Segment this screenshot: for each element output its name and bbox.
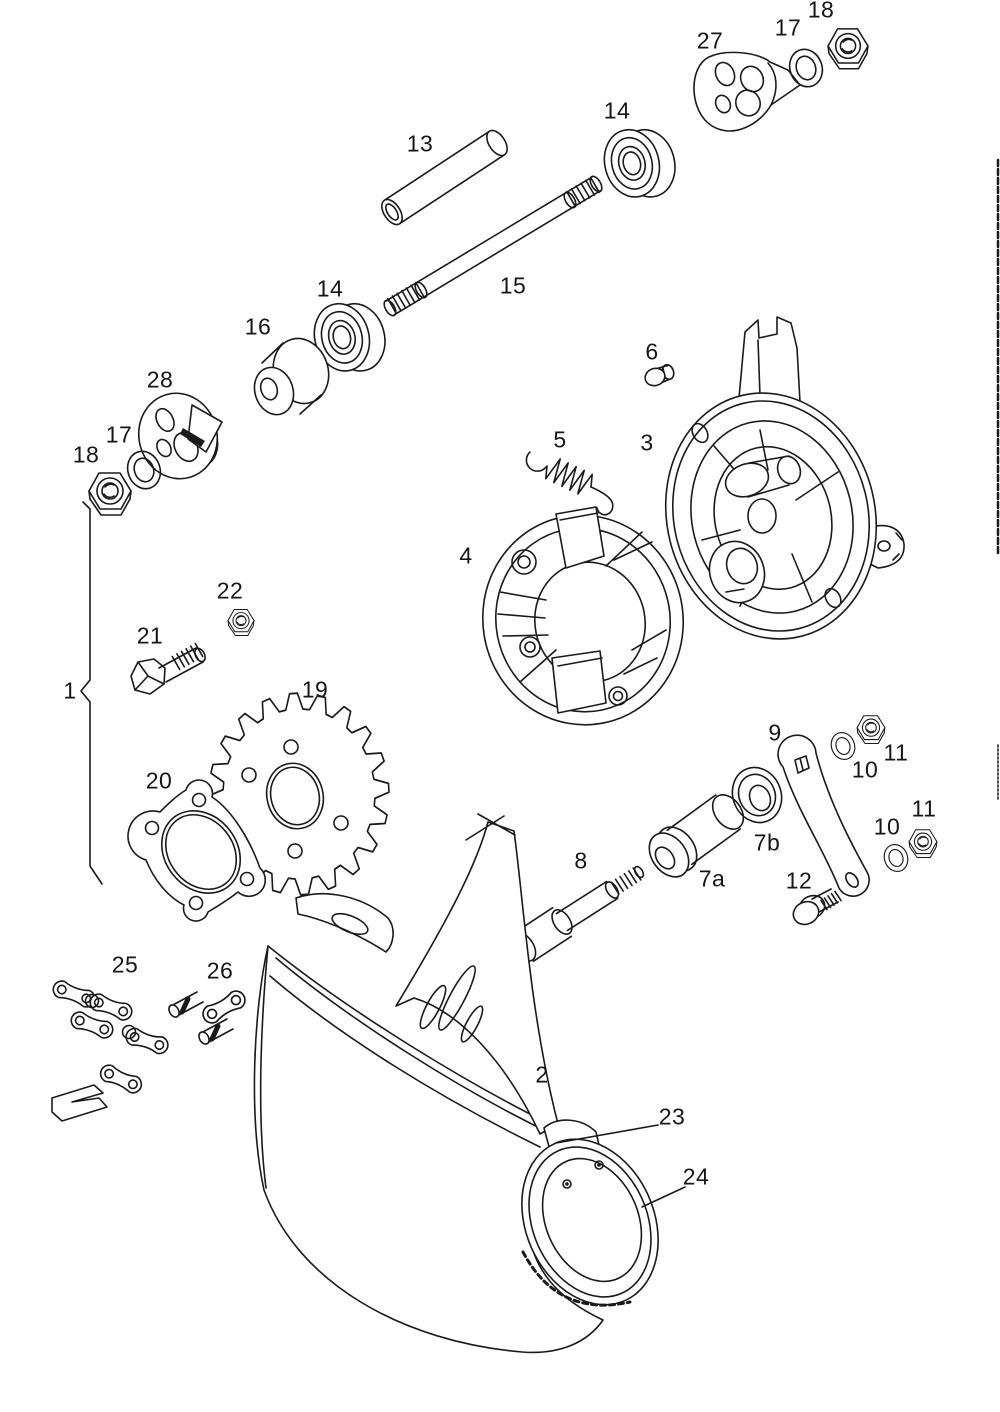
group-bracket-1 <box>80 501 103 885</box>
part-7a-bushing <box>648 794 745 878</box>
part-9-brake-arm <box>777 734 870 897</box>
part-10-washer-upper <box>826 728 860 764</box>
part-28-retainer-plate <box>137 392 223 480</box>
part-18-nut-left <box>88 472 132 516</box>
part-24-boot-ring <box>521 1138 659 1307</box>
part-2-swingarm <box>253 813 659 1354</box>
part-16-bushing <box>253 337 330 416</box>
part-15-axle <box>383 175 603 317</box>
part-7b-seal-ring <box>731 766 783 824</box>
part-25-chain <box>50 977 171 1122</box>
part-19-sprocket <box>208 692 390 896</box>
part-6-plug <box>644 363 675 387</box>
part-27-retainer-plate <box>693 51 801 132</box>
part-26-master-link <box>168 986 250 1045</box>
leader-lines <box>555 1124 686 1208</box>
part-5-spring <box>525 451 614 516</box>
leader-line-24 <box>641 1186 686 1208</box>
part-14-bearing-right <box>596 118 684 208</box>
part-18-nut-top <box>827 28 869 70</box>
part-12-screw <box>792 888 842 926</box>
part-11-nut-upper <box>856 715 886 745</box>
part-10-washer-lower <box>879 840 913 876</box>
part-21-bolt <box>130 642 206 695</box>
part-3-brake-backing-plate <box>664 316 905 640</box>
part-22-nut <box>227 608 255 636</box>
part-20-gasket-plate <box>127 779 267 922</box>
part-11-nut-lower <box>908 829 938 859</box>
part-13-spacer-tube <box>381 129 508 226</box>
part-4-brake-shoes <box>481 506 685 726</box>
leader-line-23 <box>555 1124 659 1144</box>
